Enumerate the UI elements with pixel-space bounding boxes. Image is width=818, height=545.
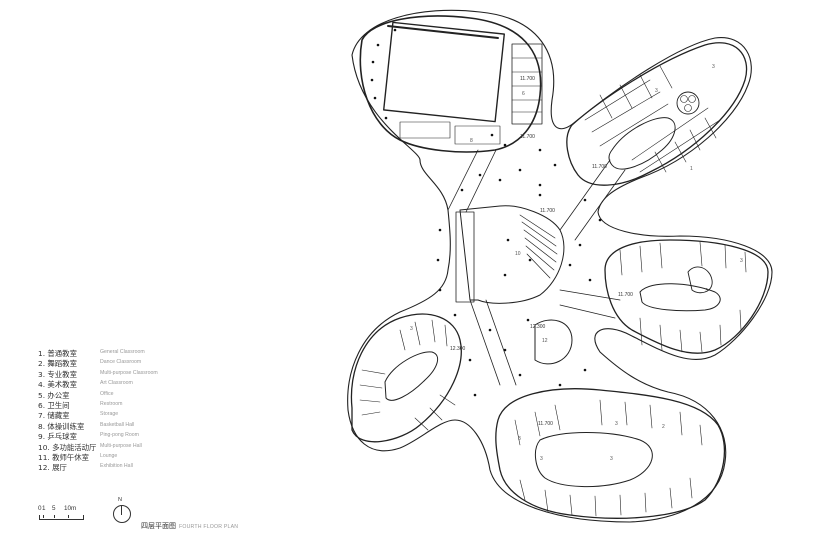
room-number: 3 (740, 258, 743, 264)
central-atrium (459, 205, 565, 304)
legend-label-cn: 2. 舞蹈教室 (38, 359, 77, 369)
legend-label-en: Restroom (100, 400, 123, 407)
north-needle-icon (121, 506, 123, 515)
legend-label-cn: 10. 多功能活动厅 (38, 442, 97, 452)
legend-label-en: Storage (100, 411, 119, 418)
legend-label-cn: 3. 专业教室 (38, 369, 77, 379)
scale-label: 1 (42, 505, 46, 512)
legend-item: 5. 办公室 Office (38, 390, 238, 400)
courtyard-northeast (608, 117, 676, 170)
legend-label-cn: 12. 展厅 (38, 463, 67, 473)
courtyard-southwest (384, 351, 439, 401)
legend-label-en: Art Classroom (100, 380, 133, 387)
legend-item: 4. 美术教室 Art Classroom (38, 379, 238, 389)
room-number: 3 (655, 88, 658, 94)
structural-columns (370, 28, 602, 397)
wing-southwest (350, 313, 462, 443)
level-label: 11.700 (520, 134, 535, 140)
legend-label-cn: 6. 卫生间 (38, 400, 70, 410)
legend-item: 12. 展厅 Exhibition Hall (38, 462, 238, 472)
level-label: 11.700 (592, 164, 607, 170)
legend-item: 3. 专业教室 Multi-purpose Classroom (38, 369, 238, 379)
room-number: 3 (712, 64, 715, 70)
room-number: 10 (515, 251, 521, 257)
room-number: 6 (522, 91, 525, 97)
legend-label-cn: 1. 普通教室 (38, 349, 77, 358)
room-number: 1 (690, 166, 693, 172)
room-number: 3 (518, 436, 521, 442)
ramp (455, 211, 475, 303)
hall-wall (387, 25, 499, 39)
building-outline (347, 9, 773, 523)
light-well-east (687, 266, 713, 294)
scale-ruler (39, 515, 84, 520)
scale-label: 0 (38, 505, 42, 512)
legend-label-en: Exhibition Hall (100, 463, 133, 470)
scale-label: 5 (52, 505, 56, 512)
north-arrow: N (111, 497, 133, 529)
legend-item: 11. 教师午休室 Lounge (38, 452, 238, 462)
wing-southeast (495, 388, 726, 519)
room-number: 3 (410, 326, 413, 332)
room-number: 3 (610, 456, 613, 462)
north-label: N (118, 497, 122, 503)
courtyard-east (639, 283, 721, 312)
legend-item: 7. 储藏室 Storage (38, 410, 238, 420)
legend: 1. 普通教室 General Classroom 2. 舞蹈教室 Dance Cl… (38, 348, 238, 473)
wing-northeast (566, 42, 748, 186)
stair-central (519, 214, 558, 279)
legend-label-en: General Classroom (100, 349, 145, 355)
room-number: 3 (615, 421, 618, 427)
title-en: FOURTH FLOOR PLAN (179, 524, 239, 530)
level-label: 11.700 (540, 208, 555, 214)
legend-label-en: Ping-pong Room (100, 432, 139, 439)
stair-core (511, 43, 543, 125)
north-circle (113, 505, 131, 523)
basketball-court (383, 21, 505, 123)
legend-label-en: Multi-purpose Classroom (100, 369, 158, 376)
round-light-well (676, 91, 700, 115)
level-label: 11.700 (618, 292, 633, 298)
legend-label-cn: 11. 教师午休室 (38, 452, 90, 462)
legend-item: 2. 舞蹈教室 Dance Classroom (38, 358, 238, 368)
courtyard-southeast (534, 432, 653, 487)
legend-label-en: Multi-purpose Hall (100, 442, 142, 449)
legend-label-cn: 8. 体操训练室 (38, 421, 85, 431)
title-cn: 四层平面图 (141, 522, 176, 530)
legend-label-cn: 9. 乒乓球室 (38, 432, 77, 442)
room-number: 12 (542, 338, 548, 344)
legend-item: 1. 普通教室 General Classroom (38, 348, 238, 358)
basketball-hall-outline (359, 15, 542, 153)
room-number: 3 (540, 456, 543, 462)
room-number: 2 (662, 424, 665, 430)
legend-label-cn: 5. 办公室 (38, 390, 70, 400)
legend-label-en: Dance Classroom (100, 359, 142, 366)
legend-item: 8. 体操训练室 Basketball Hall (38, 421, 238, 431)
room-number: 8 (470, 138, 473, 144)
level-label: 12.300 (450, 346, 466, 352)
level-label: 12.300 (530, 324, 546, 330)
level-label: 11.700 (520, 76, 535, 82)
legend-label-en: Office (100, 390, 114, 397)
legend-item: 6. 卫生间 Restroom (38, 400, 238, 410)
legend-label-en: Lounge (100, 452, 118, 459)
corridor-diagonal (447, 149, 626, 386)
legend-item: 9. 乒乓球室 Ping-pong Room (38, 431, 238, 441)
legend-label-cn: 4. 美术教室 (38, 380, 77, 390)
exhibition-hall (534, 319, 573, 365)
legend-label-en: Basketball Hall (100, 421, 135, 428)
wing-east (604, 239, 769, 354)
legend-label-cn: 7. 储藏室 (38, 411, 70, 421)
level-label: 11.700 (538, 421, 553, 427)
room-number: 3 (705, 288, 708, 294)
scale-label: 10m (64, 505, 77, 512)
